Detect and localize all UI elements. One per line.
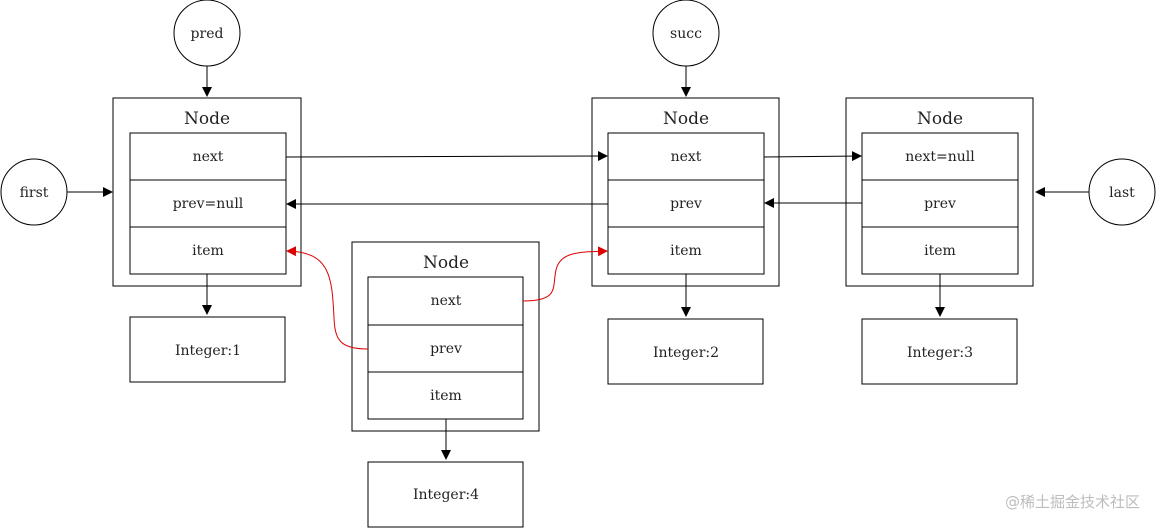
last-label: last: [1109, 185, 1135, 201]
succ-pointer: succ: [652, 0, 720, 67]
node-field-label: next: [193, 149, 224, 165]
first-label: first: [20, 185, 49, 201]
node-field-prev: [129, 179, 287, 228]
node-title: Node: [423, 253, 469, 273]
first-pointer: first: [0, 158, 68, 226]
node-field-item: [367, 371, 524, 420]
new-prev-link: [286, 246, 369, 350]
node-field-item: [607, 226, 765, 275]
node-field-next: [861, 132, 1019, 181]
watermark-text: @稀土掘金技术社区: [1005, 493, 1140, 511]
node-field-label: prev: [430, 341, 462, 357]
succ-label: succ: [670, 26, 702, 42]
value-label: Integer:2: [653, 345, 719, 361]
node-field-item: [861, 226, 1019, 275]
value-label: Integer:4: [413, 487, 479, 503]
value-label: Integer:3: [907, 345, 973, 361]
node-field-label: next: [671, 149, 702, 165]
node-field-label: item: [924, 243, 956, 259]
node-4: Node next prev item: [351, 241, 540, 432]
node-2: Node next prev item: [591, 97, 780, 287]
node-title: Node: [184, 109, 230, 129]
next-link-2-3: [763, 151, 862, 162]
node-field-label: prev: [670, 196, 702, 212]
value-box-1: Integer:1: [129, 316, 286, 383]
last-pointer: last: [1088, 158, 1156, 226]
node-title: Node: [663, 109, 709, 129]
pred-pointer: pred: [173, 0, 241, 67]
node-1: Node next prev=null item: [112, 97, 302, 287]
node-field-label: next=null: [905, 149, 975, 165]
pred-label: pred: [191, 26, 224, 42]
node-field-label: prev: [924, 196, 956, 212]
value-box-4: Integer:4: [367, 461, 524, 528]
node-field-prev: [607, 179, 765, 228]
value-box-2: Integer:2: [607, 318, 764, 385]
node-field-label: next: [431, 293, 462, 309]
node-field-label: item: [192, 243, 224, 259]
next-link-1-2: [285, 151, 608, 162]
value-label: Integer:1: [175, 343, 241, 359]
node-title: Node: [917, 109, 963, 129]
node-3: Node next=null prev item: [845, 97, 1034, 287]
node-field-prev: [367, 324, 524, 373]
node-field-label: prev=null: [173, 196, 244, 212]
node-field-item: [129, 226, 287, 275]
node-field-label: item: [670, 243, 702, 259]
new-next-link: [522, 246, 608, 302]
value-box-3: Integer:3: [861, 318, 1018, 385]
node-field-label: item: [430, 388, 462, 404]
